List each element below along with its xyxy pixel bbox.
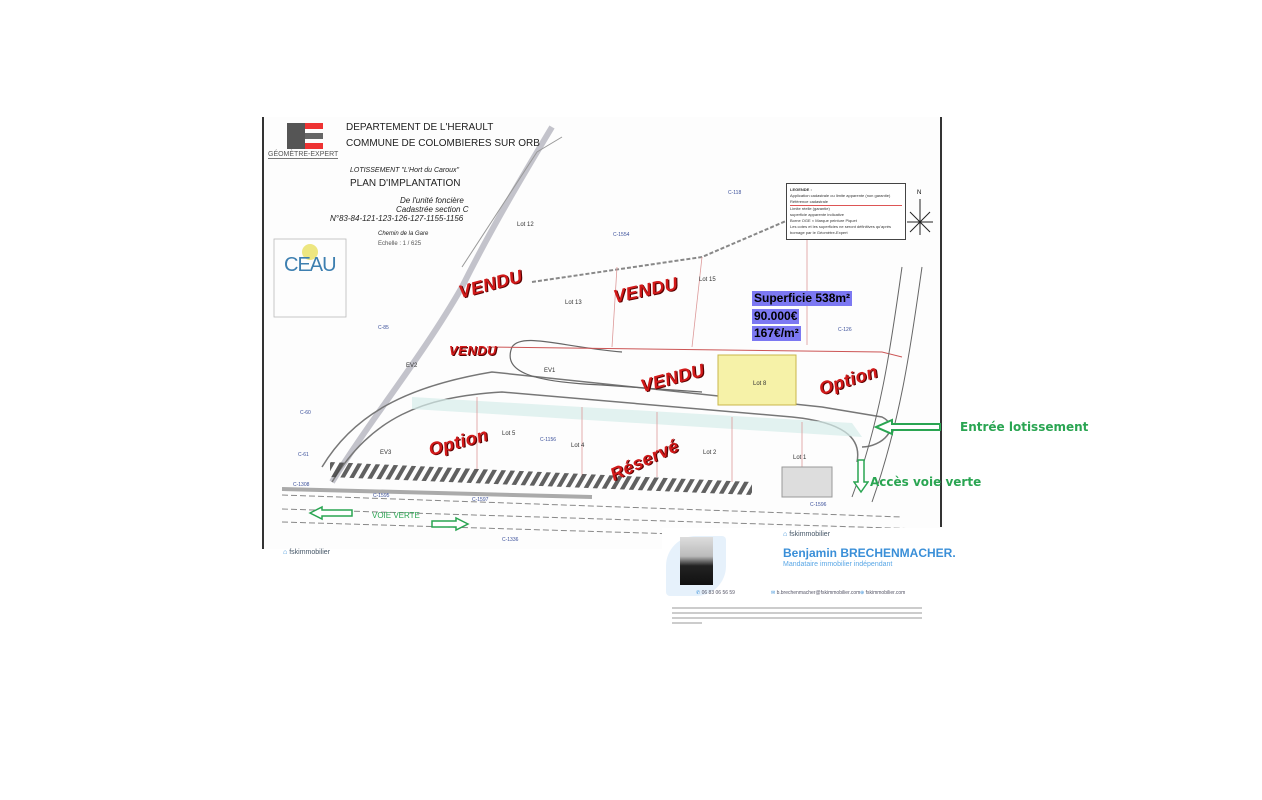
card-brand: ⌂ fskimmobilier: [783, 531, 830, 538]
parcel-label: C-1308: [293, 482, 310, 488]
plan-title: PLAN D'IMPLANTATION: [350, 178, 461, 189]
internal-road: [321, 371, 891, 468]
agent-website-value: fskimmobilier.com: [865, 590, 906, 596]
road-name: Chemin de la Gare: [378, 231, 429, 237]
parcel-label: C-1156: [540, 437, 557, 443]
agent-title: Mandataire immobilier indépendant: [783, 561, 893, 568]
lot-5-label: Lot 5: [502, 431, 516, 437]
legend-box: LEGENDE : Application cadastrale ou limi…: [786, 183, 906, 240]
arrow-left-icon: [308, 505, 353, 521]
green-way-track: [281, 487, 593, 499]
legend-item: Les cotes et les superficies ne seront d…: [790, 224, 892, 235]
agent-phone-value: 06 83 06 56 59: [701, 590, 735, 596]
lot-2-label: Lot 2: [703, 450, 717, 456]
parcel-label: C-1596: [810, 502, 827, 508]
lot-12-label: Lot 12: [517, 222, 534, 228]
lot-8-label: Lot 8: [753, 381, 767, 387]
parcel-label: C-118: [728, 190, 742, 196]
scale-label: Echelle : 1 / 625: [378, 241, 422, 247]
legal-text-line: [672, 607, 922, 609]
legal-text-line: [672, 622, 702, 624]
hatched-strip: [330, 462, 752, 495]
lot-boundary: [461, 136, 563, 268]
parcel-label: C-61: [298, 452, 309, 458]
green-space-ev2: EV2: [406, 363, 418, 369]
internal-road: [331, 391, 859, 483]
arrow-right-icon: [431, 516, 470, 532]
site-plan-drawing: [273, 117, 942, 543]
stamp-vendu-lot-11: VENDU: [449, 343, 498, 358]
footer-brand-label: fskimmobilier: [289, 549, 331, 556]
green-space-ev3: EV3: [380, 450, 392, 456]
green-way-access-annotation: Accès voie verte: [870, 475, 982, 489]
mail-icon: ✉: [771, 590, 776, 596]
offer-price-per-m2: 167€/m²: [752, 326, 801, 341]
department-title: DEPARTEMENT DE L'HERAULT: [346, 122, 494, 133]
legend-item: Borne OGE × Marque peinture Piquet: [790, 218, 857, 223]
lot-boundary: [486, 346, 903, 358]
agent-email-value: b.brechenmacher@fskimmobilier.com: [776, 590, 861, 596]
arrow-left-icon: [874, 418, 941, 436]
legend-item: superficie apparente indicative: [790, 212, 845, 217]
lot-15-label: Lot 15: [699, 277, 716, 283]
lot-1-label: Lot 1: [793, 455, 807, 461]
legal-text-line: [672, 617, 922, 619]
ceau-sun-icon: [302, 244, 318, 260]
legend-item: Application cadastrale ou limite apparen…: [790, 193, 891, 198]
lot-13-label: Lot 13: [565, 300, 582, 306]
card-brand-label: fskimmobilier: [789, 531, 831, 538]
parcel-label: C-126: [838, 327, 852, 333]
agent-photo: [680, 537, 713, 585]
cadastral-numbers: N°83-84-121-123-126-127-1155-1156: [330, 214, 464, 223]
globe-icon: ⊕: [860, 590, 865, 596]
parcel-label: C-1554: [613, 232, 630, 238]
parcel-label: C-60: [300, 410, 311, 416]
green-space-ev1: EV1: [544, 368, 556, 374]
agent-email[interactable]: ✉ b.brechenmacher@fskimmobilier.com: [771, 590, 860, 596]
unit-line-1: De l'unité foncière: [400, 196, 464, 205]
parcel-label: C-85: [378, 325, 389, 331]
green-way-label: VOIE VERTE: [372, 511, 420, 520]
ceau-logo: CEAU: [284, 254, 337, 276]
lotissement-name: LOTISSEMENT "L'Hort du Caroux": [350, 167, 460, 174]
legend-title: LEGENDE :: [790, 187, 812, 192]
footer-brand: ⌂ fskimmobilier: [283, 549, 330, 556]
agent-card: ⌂ fskimmobilier Benjamin BRECHENMACHER. …: [662, 528, 1214, 640]
parcel-label: C-1595: [373, 493, 390, 499]
unit-line-2: Cadastrée section C: [396, 205, 469, 214]
firm-label: GÉOMÈTRE-EXPERT: [268, 151, 339, 159]
road-chemin-de-la-gare: [329, 125, 555, 484]
agent-website[interactable]: ⊕ fskimmobilier.com: [860, 590, 905, 596]
legend-item: Référence cadastrale: [790, 199, 829, 204]
arrow-down-icon: [853, 459, 869, 494]
green-strip: [412, 397, 862, 437]
agent-name: Benjamin BRECHENMACHER.: [783, 546, 956, 560]
lot-4-label: Lot 4: [571, 443, 585, 449]
commune-title: COMMUNE DE COLOMBIERES SUR ORB: [346, 138, 540, 149]
legend-item: Limite réelle (garantie): [790, 205, 902, 212]
house-logo-icon: ⌂: [283, 549, 288, 556]
north-arrow-icon: [907, 199, 933, 235]
phone-icon: ✆: [696, 590, 701, 596]
building: [781, 466, 833, 498]
agent-phone[interactable]: ✆ 06 83 06 56 59: [696, 590, 735, 596]
parcel-label: C-1597: [472, 497, 489, 503]
roundabout: [509, 340, 703, 393]
offer-area: Superficie 538m²: [752, 291, 853, 306]
entry-annotation: Entrée lotissement: [960, 420, 1089, 434]
parcel-label: C-1336: [502, 537, 519, 543]
lot-boundary: [476, 397, 803, 482]
north-label: N: [917, 190, 922, 196]
legal-text-line: [672, 612, 922, 614]
lot-boundary: [531, 211, 808, 283]
lot-8-parcel: [717, 354, 797, 406]
house-logo-icon: ⌂: [783, 531, 788, 538]
ceau-logo-frame: [273, 238, 347, 318]
geometre-expert-logo: [287, 123, 323, 149]
offer-price: 90.000€: [752, 309, 800, 324]
